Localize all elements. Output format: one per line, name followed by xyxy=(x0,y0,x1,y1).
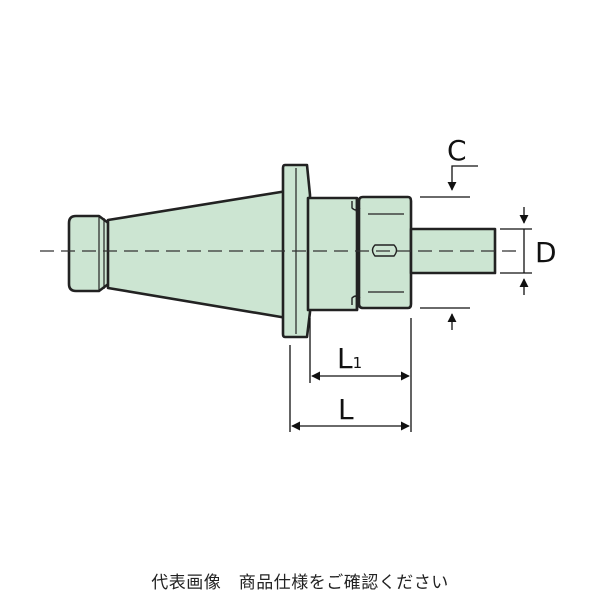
dimension-l1 xyxy=(309,318,412,432)
dimension-l1-label: L1 xyxy=(337,342,362,375)
body-details xyxy=(98,168,404,334)
dimension-c-label: C xyxy=(447,134,467,167)
taper-shank xyxy=(106,189,289,320)
dimension-l-label: L xyxy=(338,393,354,426)
holder-neck xyxy=(306,196,359,312)
collet-nut xyxy=(357,195,413,310)
key-slot xyxy=(371,244,398,257)
dimension-d xyxy=(500,207,532,295)
dimension-d-label: D xyxy=(535,236,557,269)
dimension-l xyxy=(289,345,410,432)
caption: 代表画像 商品仕様をご確認ください xyxy=(151,573,449,593)
dimension-c xyxy=(420,165,478,330)
retention-knob xyxy=(67,214,113,293)
